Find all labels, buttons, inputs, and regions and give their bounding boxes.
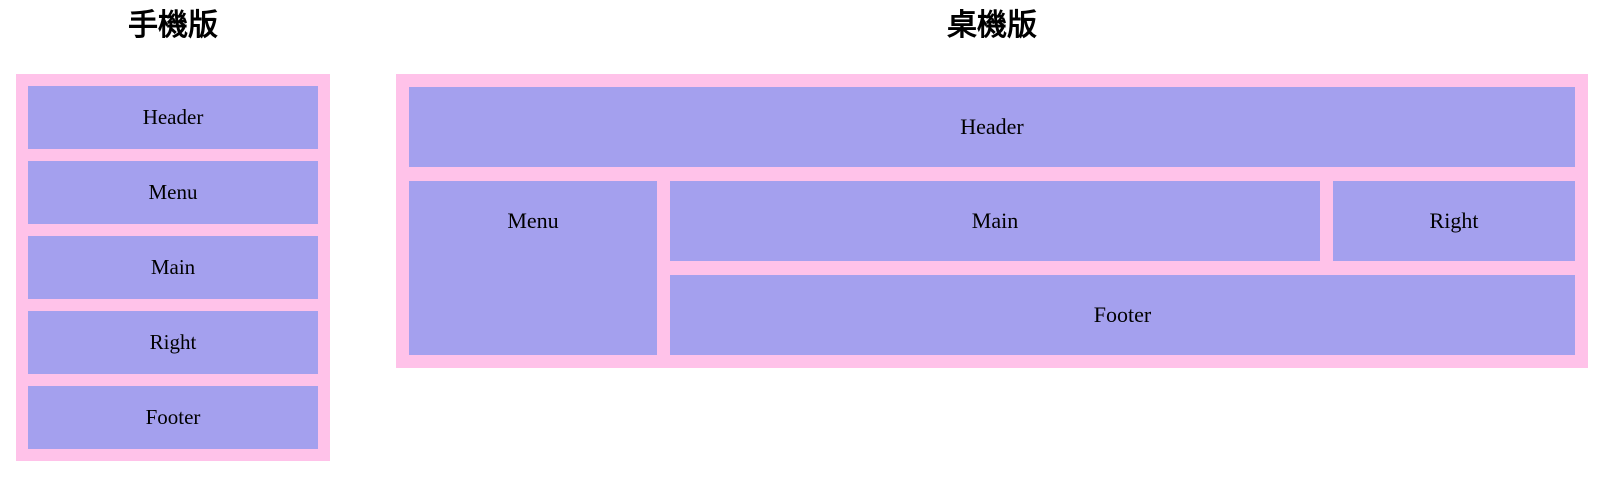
mobile-header-box: Header	[28, 86, 318, 149]
desktop-layout-diagram: Header Menu Main Right Footer	[396, 74, 1588, 368]
desktop-header-box: Header	[409, 87, 1575, 167]
mobile-main-box: Main	[28, 236, 318, 299]
desktop-menu-box: Menu	[409, 181, 657, 355]
mobile-footer-box: Footer	[28, 386, 318, 449]
desktop-main-box: Main	[670, 181, 1320, 261]
desktop-footer-box: Footer	[670, 275, 1575, 355]
mobile-right-box: Right	[28, 311, 318, 374]
mobile-section-title: 手機版	[128, 8, 218, 43]
mobile-menu-box: Menu	[28, 161, 318, 224]
mobile-layout-diagram: Header Menu Main Right Footer	[16, 74, 330, 461]
desktop-section-title: 桌機版	[947, 8, 1037, 43]
desktop-right-box: Right	[1333, 181, 1575, 261]
